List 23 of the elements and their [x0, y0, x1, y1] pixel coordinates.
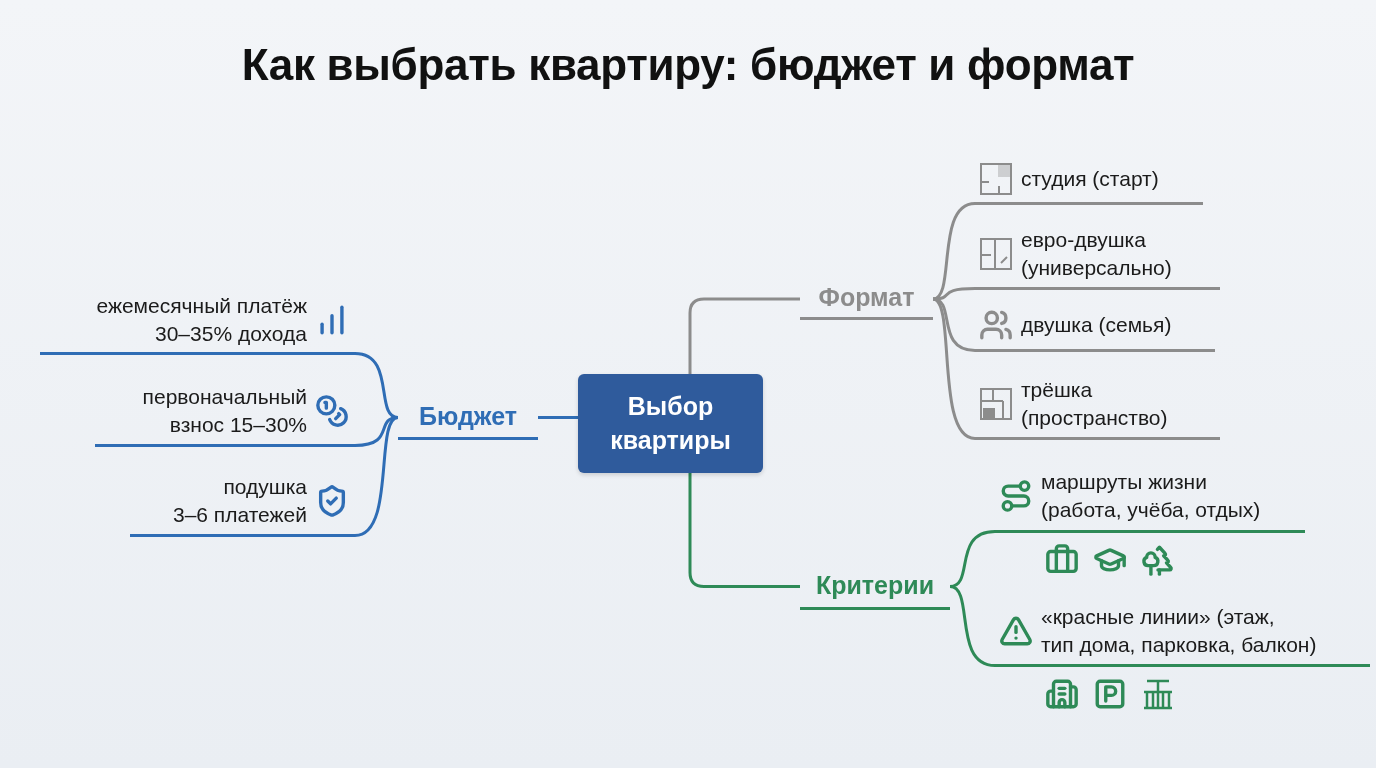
branch-title: Формат [818, 283, 915, 312]
item-text: ежемесячный платёж 30–35% дохода [96, 292, 307, 347]
item-text: маршруты жизни (работа, учёба, отдых) [1041, 469, 1261, 523]
item-text: евро-двушка (универсально) [1021, 227, 1172, 281]
connector-line [688, 473, 800, 588]
topic-title: Выбор квартиры [610, 390, 731, 456]
item-text: двушка (семья) [1021, 312, 1172, 339]
connector-line [538, 416, 578, 419]
item-text: подушка 3–6 платежей [173, 473, 307, 528]
item-text: «красные линии» (этаж, тип дома, парковка, балкон) [1041, 604, 1317, 658]
item-text: первоначальный взнос 15–30% [142, 383, 307, 438]
branch-title: Бюджет [418, 401, 518, 431]
connector-line [932, 297, 976, 440]
diagram-title: Как выбрать квартиру: бюджет и формат [241, 40, 1135, 90]
branch-item [975, 160, 1203, 205]
connector-line [932, 287, 976, 301]
central-topic-box [578, 374, 763, 473]
connector-line [949, 585, 996, 667]
item-text: трёшка (пространство) [1021, 377, 1168, 431]
connector-line [688, 297, 800, 374]
item-text: студия (старт) [1021, 166, 1159, 193]
connector-line [354, 416, 399, 537]
branch-title: Критерии [815, 570, 935, 600]
